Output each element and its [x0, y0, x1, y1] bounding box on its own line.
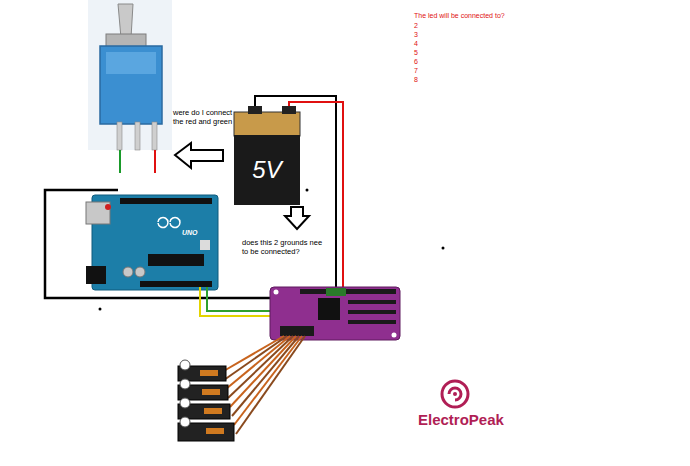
watermark: ElectroPeak [418, 411, 504, 430]
arrow-left [175, 143, 223, 168]
pin-number: 3 [414, 31, 418, 40]
question-note: were do I connect the red and green [173, 108, 233, 127]
arrow-down [285, 207, 309, 229]
signal-wire-yellow [200, 287, 272, 316]
battery-top [234, 106, 300, 136]
board-model: UNO [182, 229, 198, 238]
signal-wire-green [207, 287, 272, 311]
pin-number: 6 [414, 58, 418, 67]
pin-number: 7 [414, 67, 418, 76]
arduino-board [86, 195, 218, 290]
ground-wire [45, 190, 272, 298]
servo-motors [178, 360, 234, 441]
battery-voltage: 5V [252, 156, 281, 184]
battery: 5V [234, 135, 300, 205]
question-note: does this 2 grounds nee to be connected? [242, 238, 328, 257]
pin-number: 2 [414, 22, 418, 31]
pin-number: 8 [414, 76, 418, 85]
pin-number: 5 [414, 49, 418, 58]
servo-wires [222, 336, 305, 434]
pin-number: 4 [414, 40, 418, 49]
brand-icon [442, 381, 468, 407]
led-question: The led will be connected to? [414, 12, 505, 21]
servo-driver-board [270, 287, 400, 340]
toggle-switch [88, 0, 172, 173]
